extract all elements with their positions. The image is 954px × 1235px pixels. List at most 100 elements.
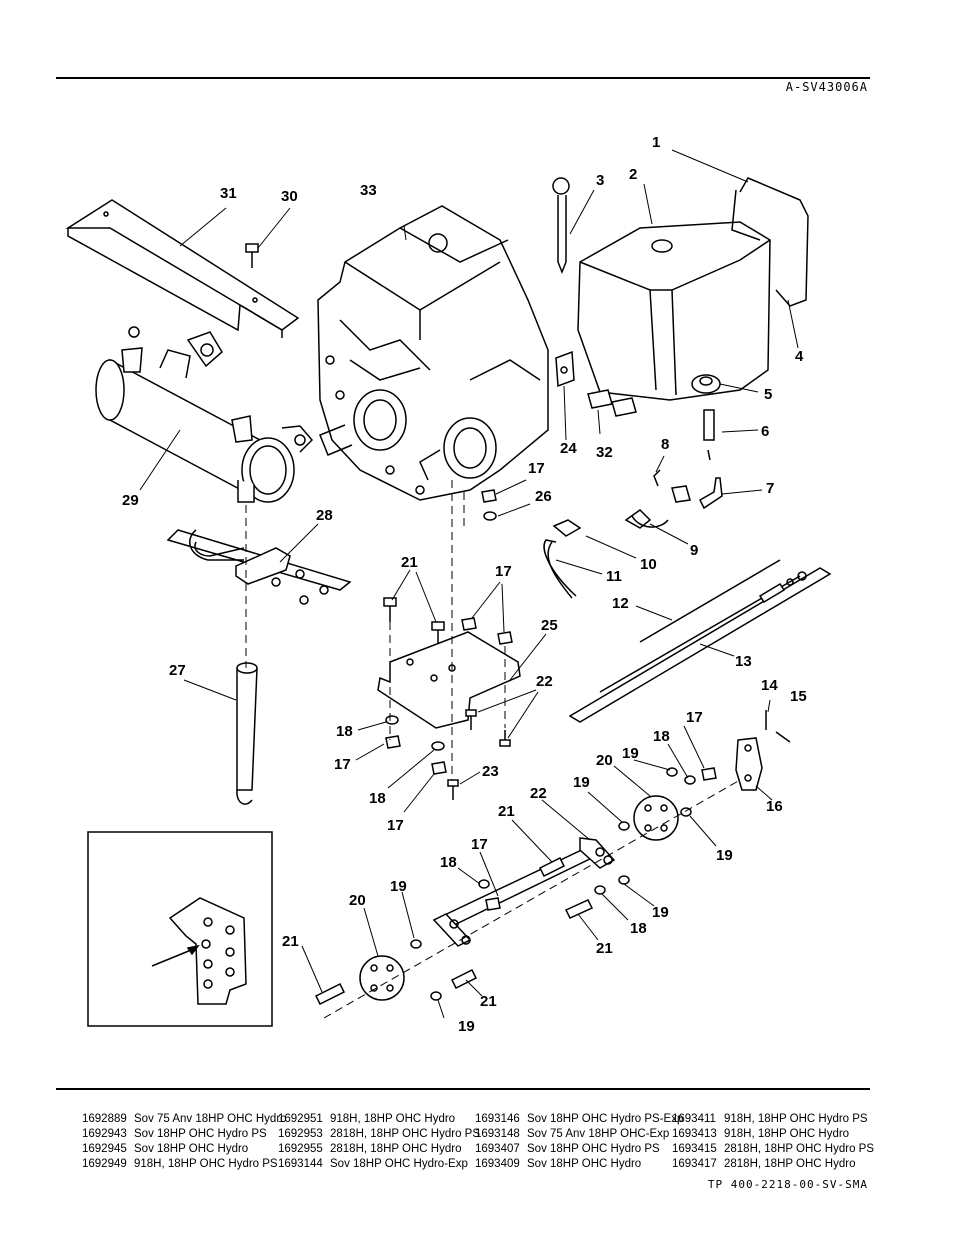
callout-1: 1 bbox=[652, 134, 661, 151]
callout-21-c: 21 bbox=[596, 940, 613, 957]
model-name: 918H, 18HP OHC Hydro bbox=[330, 1113, 456, 1125]
callout-25: 25 bbox=[541, 617, 558, 634]
callout-22-b: 22 bbox=[530, 785, 547, 802]
callout-21-d: 21 bbox=[282, 933, 299, 950]
callout-19-e: 19 bbox=[390, 878, 407, 895]
callout-4: 4 bbox=[795, 348, 804, 365]
callout-8: 8 bbox=[661, 436, 670, 453]
model-name: 918H, 18HP OHC Hydro PS bbox=[134, 1158, 278, 1170]
centerlines bbox=[245, 480, 741, 1019]
model-name: Sov 18HP OHC Hydro PS-Exp bbox=[527, 1113, 684, 1125]
callout-33: 33 bbox=[360, 182, 377, 199]
model-number: 1693146 bbox=[475, 1113, 520, 1125]
bracket-24 bbox=[555, 350, 575, 388]
callout-29: 29 bbox=[122, 492, 139, 509]
callout-28: 28 bbox=[316, 507, 333, 524]
callout-17-a: 17 bbox=[528, 460, 545, 477]
model-number: 1692955 bbox=[278, 1143, 323, 1155]
model-number: 1693417 bbox=[672, 1158, 717, 1170]
callout-15: 15 bbox=[790, 688, 807, 705]
callout-30: 30 bbox=[281, 188, 298, 205]
model-name: Sov 18HP OHC Hydro-Exp bbox=[330, 1158, 468, 1170]
tank-strap bbox=[731, 177, 809, 307]
callout-19-c: 19 bbox=[716, 847, 733, 864]
model-row: 1693407 Sov 18HP OHC Hydro PS bbox=[475, 1143, 683, 1158]
callout-19-d: 19 bbox=[652, 904, 669, 921]
model-number: 1693148 bbox=[475, 1128, 520, 1140]
callout-20-b: 20 bbox=[349, 892, 366, 909]
callout-21-e: 21 bbox=[480, 993, 497, 1010]
model-row: 1693148 Sov 75 Anv 18HP OHC-Exp bbox=[475, 1128, 683, 1143]
model-number: 1693413 bbox=[672, 1128, 717, 1140]
model-name: Sov 18HP OHC Hydro bbox=[134, 1143, 249, 1155]
callout-18-a: 18 bbox=[336, 723, 353, 740]
top-rule bbox=[56, 77, 870, 79]
callout-17-c: 17 bbox=[334, 756, 351, 773]
model-name: 2818H, 18HP OHC Hydro bbox=[724, 1158, 856, 1170]
callout-18-b: 18 bbox=[369, 790, 386, 807]
callout-24: 24 bbox=[560, 440, 577, 457]
model-number: 1692889 bbox=[82, 1113, 127, 1125]
model-name: 2818H, 18HP OHC Hydro PS bbox=[724, 1143, 874, 1155]
callout-19-b: 19 bbox=[573, 774, 590, 791]
callout-2: 2 bbox=[629, 166, 638, 183]
callout-17-f: 17 bbox=[686, 709, 703, 726]
callout-17-b: 17 bbox=[495, 563, 512, 580]
exhaust-pipe bbox=[236, 662, 258, 805]
bottom-rule bbox=[56, 1088, 870, 1090]
model-number: 1693144 bbox=[278, 1158, 323, 1170]
model-row: 1692951 918H, 18HP OHC Hydro bbox=[278, 1113, 480, 1128]
callout-12: 12 bbox=[612, 595, 629, 612]
callout-31: 31 bbox=[220, 185, 237, 202]
model-number: 1692945 bbox=[82, 1143, 127, 1155]
callout-18-e: 18 bbox=[630, 920, 647, 937]
callout-6: 6 bbox=[761, 423, 770, 440]
callout-17-e: 17 bbox=[471, 836, 488, 853]
callout-19-a: 19 bbox=[622, 745, 639, 762]
callout-5: 5 bbox=[764, 386, 773, 403]
model-number: 1692953 bbox=[278, 1128, 323, 1140]
callout-16: 16 bbox=[766, 798, 783, 815]
fuel-fittings bbox=[543, 374, 723, 599]
model-name: Sov 75 Anv 18HP OHC-Exp bbox=[527, 1128, 670, 1140]
exhaust-clamp bbox=[166, 529, 352, 605]
callout-10: 10 bbox=[640, 556, 657, 573]
model-name: 2818H, 18HP OHC Hydro bbox=[330, 1143, 462, 1155]
model-number: 1692951 bbox=[278, 1113, 323, 1125]
document-code: TP 400-2218-00-SV-SMA bbox=[707, 1178, 868, 1191]
callout-7: 7 bbox=[766, 480, 775, 497]
model-number: 1693415 bbox=[672, 1143, 717, 1155]
callout-27: 27 bbox=[169, 662, 186, 679]
model-name: Sov 18HP OHC Hydro PS bbox=[527, 1143, 660, 1155]
model-number: 1692949 bbox=[82, 1158, 127, 1170]
callout-26: 26 bbox=[535, 488, 552, 505]
callout-21-a: 21 bbox=[401, 554, 418, 571]
bolt-30 bbox=[245, 243, 259, 268]
callout-17-d: 17 bbox=[387, 817, 404, 834]
callout-22-a: 22 bbox=[536, 673, 553, 690]
callout-18-d: 18 bbox=[653, 728, 670, 745]
model-row: 1693417 2818H, 18HP OHC Hydro bbox=[672, 1158, 874, 1173]
model-name: Sov 18HP OHC Hydro bbox=[527, 1158, 642, 1170]
model-name: 918H, 18HP OHC Hydro PS bbox=[724, 1113, 868, 1125]
model-name: 918H, 18HP OHC Hydro bbox=[724, 1128, 850, 1140]
model-number: 1692943 bbox=[82, 1128, 127, 1140]
callout-14: 14 bbox=[761, 677, 778, 694]
throttle-choke-cables bbox=[568, 559, 832, 723]
blocks-32 bbox=[587, 389, 637, 417]
model-number: 1693407 bbox=[475, 1143, 520, 1155]
dipstick bbox=[552, 177, 570, 275]
callout-18-c: 18 bbox=[440, 854, 457, 871]
callout-11: 11 bbox=[606, 568, 622, 585]
callout-3: 3 bbox=[596, 172, 605, 189]
callout-9: 9 bbox=[690, 542, 699, 559]
engine bbox=[317, 205, 549, 501]
